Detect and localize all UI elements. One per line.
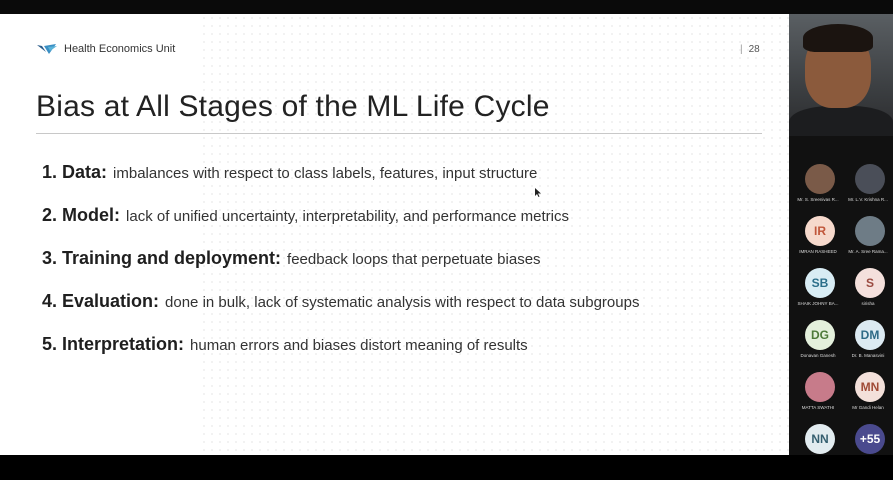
participant-avatar: +55 — [855, 424, 885, 454]
participant-name: Mr Gandi Helan — [852, 405, 884, 410]
participant-tile[interactable]: DG Donavan Ganesh — [793, 320, 843, 376]
mouse-cursor-icon — [535, 188, 541, 197]
participant-avatar: IR — [805, 216, 835, 246]
list-item: 5. Interpretation: human errors and biase… — [42, 334, 639, 377]
speaker-hair — [803, 24, 873, 52]
participant-tile[interactable]: Mr. A. Sree Rama... — [843, 216, 893, 272]
participant-tile[interactable]: MATTA SWATHI — [793, 372, 843, 428]
page-number: | 28 — [740, 44, 760, 55]
participants-panel: Mr. S. Sreenivas R... Mr. L.V. Krishna R.… — [789, 14, 893, 455]
participant-tile[interactable]: +55 — [843, 424, 893, 480]
participant-name: MATTA SWATHI — [801, 405, 835, 410]
presentation-slide: Health Economics Unit | 28 Bias at All St… — [0, 14, 789, 455]
participant-photo — [805, 372, 835, 402]
brand-name: Health Economics Unit — [64, 43, 176, 55]
item-description: done in bulk, lack of systematic analysi… — [165, 294, 640, 311]
speaker-body — [789, 106, 893, 136]
participant-tile[interactable]: SB SHAIK JOHNY BA... — [793, 268, 843, 324]
participant-tile[interactable]: DM Dr. B. Manasvini — [843, 320, 893, 376]
list-item: 1. Data: imbalances with respect to class… — [42, 162, 639, 205]
item-label: 1. Data: — [42, 162, 108, 182]
bullet-list: 1. Data: imbalances with respect to class… — [42, 162, 639, 377]
participant-tile[interactable]: IR IMRAN RASHEED — [793, 216, 843, 272]
participant-avatar: DM — [855, 320, 885, 350]
participant-tile[interactable]: Mr. S. Sreenivas R... — [793, 164, 843, 220]
participant-tile[interactable]: MN Mr Gandi Helan — [843, 372, 893, 428]
participant-name: Mr. S. Sreenivas R... — [797, 197, 839, 202]
item-description: imbalances with respect to class labels,… — [113, 165, 538, 182]
item-label: 3. Training and deployment: — [42, 248, 282, 268]
slide-title: Bias at All Stages of the ML Life Cycle — [36, 90, 550, 123]
participant-avatar: MN — [855, 372, 885, 402]
item-description: lack of unified uncertainty, interpretab… — [126, 208, 569, 225]
list-item: 4. Evaluation: done in bulk, lack of syst… — [42, 291, 639, 334]
participant-avatar: SB — [805, 268, 835, 298]
participant-name: SHAIK JOHNY BA... — [797, 301, 839, 306]
participant-name: Dr. B. Manasvini — [851, 353, 885, 358]
item-label: 2. Model: — [42, 205, 121, 225]
participant-tile[interactable]: NN — [793, 424, 843, 480]
item-description: human errors and biases distort meaning … — [190, 337, 528, 354]
participant-name: sirisha — [861, 301, 875, 306]
page-separator: | — [740, 44, 743, 55]
participant-photo — [855, 216, 885, 246]
brand-header: Health Economics Unit — [36, 43, 175, 55]
participant-avatar: S — [855, 268, 885, 298]
participant-avatar: NN — [805, 424, 835, 454]
item-label: 5. Interpretation: — [42, 334, 185, 354]
list-item: 3. Training and deployment: feedback loop… — [42, 248, 639, 291]
participant-tile[interactable]: Mr. L.V. Krishna R... — [843, 164, 893, 220]
participant-photo — [805, 164, 835, 194]
participant-name: Mr. A. Sree Rama... — [848, 249, 888, 254]
participant-name: Donavan Ganesh — [800, 353, 836, 358]
list-item: 2. Model: lack of unified uncertainty, in… — [42, 205, 639, 248]
heu-logo-icon — [37, 44, 57, 54]
participant-avatar: DG — [805, 320, 835, 350]
active-speaker-video[interactable] — [789, 14, 893, 136]
title-divider — [36, 133, 762, 134]
window-top-bar — [0, 0, 893, 14]
participant-photo — [855, 164, 885, 194]
page-number-text: 28 — [748, 44, 760, 55]
participant-name: Mr. L.V. Krishna R... — [848, 197, 888, 202]
item-label: 4. Evaluation: — [42, 291, 160, 311]
participant-name: IMRAN RASHEED — [799, 249, 837, 254]
item-description: feedback loops that perpetuate biases — [287, 251, 541, 268]
